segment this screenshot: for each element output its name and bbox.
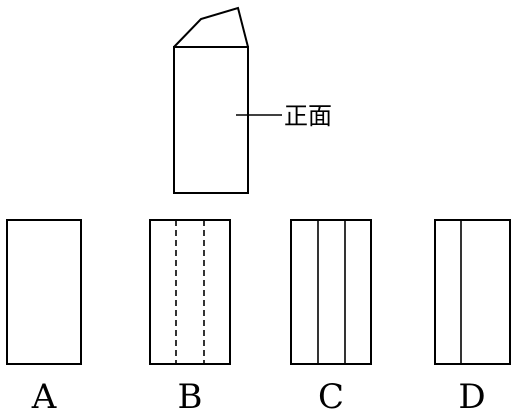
front-view-indicator: 正面 — [236, 102, 332, 130]
option-d[interactable]: D — [434, 219, 511, 416]
option-b-letter: B — [178, 377, 203, 416]
object-slanted-top — [173, 6, 249, 48]
option-c-rect — [290, 219, 372, 365]
option-b-rect — [149, 219, 231, 365]
front-label: 正面 — [284, 102, 332, 130]
option-d-rect — [434, 219, 511, 365]
option-c[interactable]: C — [290, 219, 372, 416]
option-d-letter: D — [458, 377, 485, 416]
option-a-letter: A — [31, 377, 57, 416]
option-b[interactable]: B — [149, 219, 231, 416]
object-front-face — [173, 46, 249, 194]
option-c-letter: C — [318, 377, 344, 416]
option-a[interactable]: A — [6, 219, 82, 416]
solid-object — [173, 6, 249, 194]
option-a-rect — [6, 219, 82, 365]
answer-options: A B C D — [6, 219, 511, 416]
